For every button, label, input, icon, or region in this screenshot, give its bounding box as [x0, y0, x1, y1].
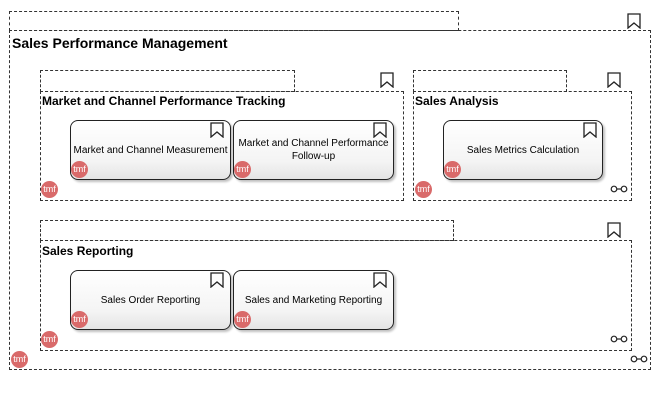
group-market-channel-performance-tracking[interactable]: [40, 91, 404, 201]
group-title-market-channel: Market and Channel Performance Tracking: [42, 94, 286, 108]
group-tab-sales-analysis: [413, 70, 567, 92]
tmf-badge-icon: tmf: [41, 331, 58, 348]
group-sales-reporting[interactable]: [40, 240, 632, 351]
tmf-badge-icon: tmf: [71, 311, 88, 328]
group-title-sales-reporting: Sales Reporting: [42, 244, 134, 258]
bookmark-icon: [607, 222, 621, 238]
tmf-badge-icon: tmf: [234, 161, 251, 178]
function-box-sales-marketing-reporting[interactable]: Sales and Marketing Reporting: [233, 270, 394, 330]
function-box-market-channel-measurement[interactable]: Market and Channel Measurement: [70, 120, 231, 180]
function-label: Sales Metrics Calculation: [466, 144, 580, 156]
main-group-title: Sales Performance Management: [12, 35, 228, 51]
bookmark-icon: [210, 272, 224, 288]
group-tab-sales-reporting: [40, 220, 454, 241]
bookmark-icon: [583, 122, 597, 138]
function-box-market-channel-follow-up[interactable]: Market and Channel Performance Follow-up: [233, 120, 394, 180]
function-label: Sales and Marketing Reporting: [244, 294, 383, 306]
group-title-sales-analysis: Sales Analysis: [415, 94, 499, 108]
main-group[interactable]: [9, 30, 651, 370]
bookmark-icon: [210, 122, 224, 138]
main-group-tab: [9, 11, 459, 31]
bookmark-icon: [627, 13, 641, 29]
tmf-badge-icon: tmf: [11, 351, 28, 368]
function-label: Market and Channel Measurement: [73, 144, 228, 156]
bookmark-icon: [380, 72, 394, 88]
tmf-badge-icon: tmf: [415, 181, 432, 198]
bookmark-icon: [373, 272, 387, 288]
function-box-sales-order-reporting[interactable]: Sales Order Reporting: [70, 270, 231, 330]
tmf-badge-icon: tmf: [234, 311, 251, 328]
bookmark-icon: [607, 72, 621, 88]
link-icon: [610, 185, 628, 193]
tmf-badge-icon: tmf: [71, 161, 88, 178]
group-tab-market-channel: [40, 70, 295, 92]
bookmark-icon: [373, 122, 387, 138]
tmf-badge-icon: tmf: [444, 161, 461, 178]
function-label: Sales Order Reporting: [100, 294, 201, 306]
link-icon: [630, 355, 648, 363]
tmf-badge-icon: tmf: [41, 181, 58, 198]
function-label: Market and Channel Performance Follow-up: [238, 138, 389, 162]
function-box-sales-metrics-calculation[interactable]: Sales Metrics Calculation: [443, 120, 603, 180]
link-icon: [610, 335, 628, 343]
group-sales-analysis[interactable]: [413, 91, 632, 201]
